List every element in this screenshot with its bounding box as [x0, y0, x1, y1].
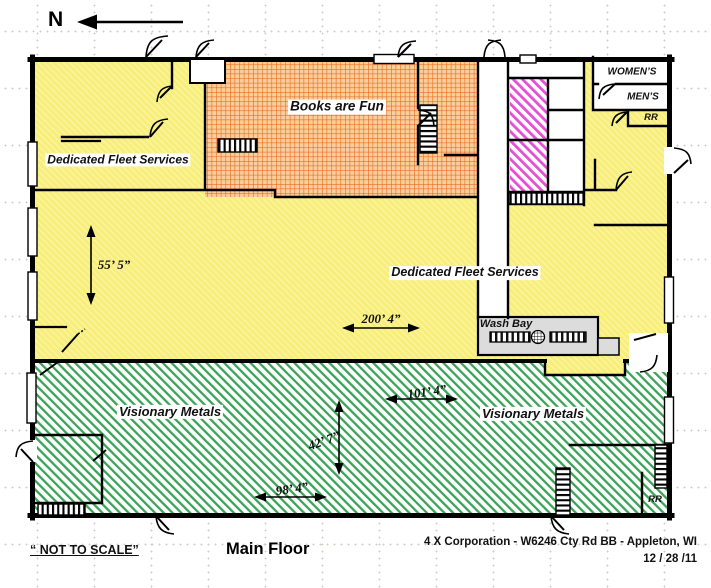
window-left-4 [26, 372, 37, 424]
windows [26, 53, 675, 444]
stairs-top-left [217, 138, 258, 153]
north-arrow-icon [77, 14, 183, 30]
window-right-1 [663, 276, 675, 324]
pink-room-lower [510, 141, 547, 192]
dimension-arrows [86, 225, 458, 502]
address-line: 4 X Corporation - W6246 Cty Rd BB - Appl… [423, 536, 697, 548]
label-mens: MEN’S [627, 91, 659, 103]
floor-title: Main Floor [226, 540, 310, 558]
entry-vestibule [189, 58, 226, 84]
wash-bay-grate-right [549, 331, 587, 343]
yellow-notch [545, 361, 625, 375]
date-line: 12 / 28 /11 [643, 552, 697, 565]
stairs-bottom-right-a [555, 467, 571, 516]
label-books-are-fun: Books are Fun [288, 98, 386, 115]
not-to-scale-note: “ NOT TO SCALE” [30, 543, 139, 557]
womens-room-region [593, 60, 669, 84]
floor-regions [33, 60, 669, 516]
doors [15, 35, 692, 535]
pink-room-upper [510, 79, 547, 140]
wash-bay-extension [597, 337, 620, 356]
window-left-1 [27, 141, 38, 187]
label-visionary-metals-right: Visionary Metals [479, 405, 587, 422]
wash-bay-grate-left [489, 331, 531, 343]
stairs-bottom-left [37, 503, 86, 516]
window-right-2 [663, 396, 675, 444]
hatched-counter-marks [32, 139, 102, 329]
label-rr-bottom: RR [648, 493, 662, 505]
label-wash-bay: Wash Bay [479, 317, 533, 330]
label-visionary-metals-left: Visionary Metals [116, 403, 224, 420]
label-womens: WOMEN’S [607, 66, 657, 78]
label-dedicated-fleet-services-top: Dedicated Fleet Services [45, 152, 191, 167]
dimension-55-5: 55’ 5” [97, 257, 131, 272]
wash-bay-block [476, 315, 620, 357]
stairs-center [509, 192, 585, 205]
window-top [373, 53, 415, 65]
dimension-200-4: 200’ 4” [361, 311, 401, 326]
window-left-2 [27, 207, 38, 257]
label-dedicated-fleet-services-main: Dedicated Fleet Services [389, 265, 541, 280]
mens-room-region [593, 84, 669, 110]
visionary-metals-region [33, 361, 669, 516]
label-rr-top: RR [644, 111, 658, 123]
window-top-right [519, 54, 537, 64]
title-block: 4 X Corporation - W6246 Cty Rd BB - Appl… [424, 534, 697, 567]
wash-bay-drain-icon [530, 329, 546, 345]
stairs-bottom-right-b [654, 444, 668, 489]
stairs [37, 104, 668, 516]
north-label: N [48, 8, 64, 31]
window-left-3 [27, 271, 38, 321]
